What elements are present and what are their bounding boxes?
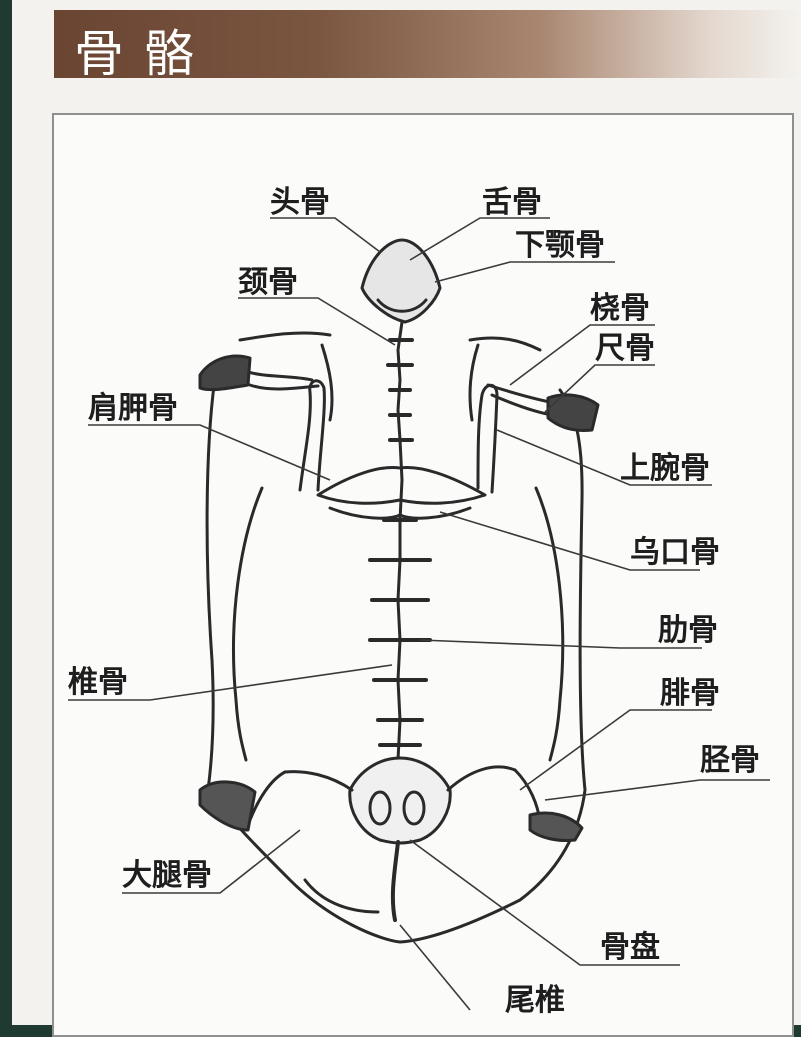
left-forearm: [242, 370, 318, 389]
left-forefoot: [200, 356, 250, 390]
label-wukougu: 乌口骨: [630, 535, 720, 570]
label-chigu: 尺骨: [595, 331, 655, 366]
label-jinggu2: 胫骨: [700, 743, 760, 778]
label-gupan: 骨盘: [600, 930, 660, 965]
spine: [398, 322, 402, 760]
label-jianjiagu: 肩胛骨: [88, 391, 178, 426]
label-shangwangu: 上腕骨: [620, 451, 710, 486]
leader-feigu: [520, 710, 712, 790]
right-femur: [448, 767, 515, 790]
right-forefoot: [548, 395, 598, 431]
label-zhuigu: 椎骨: [68, 665, 128, 700]
leader-xiahegu: [435, 262, 615, 282]
right-shoulder-fold: [470, 338, 540, 350]
right-humerus: [478, 385, 497, 492]
label-xiahegu: 下颚骨: [515, 228, 605, 263]
label-jinggu: 颈骨: [238, 265, 298, 300]
left-humerus: [300, 381, 324, 490]
left-rib-bar: [234, 488, 262, 760]
label-leigu: 肋骨: [658, 613, 718, 648]
skull: [362, 240, 440, 322]
tail-curve: [305, 880, 378, 912]
right-rib-bar: [536, 488, 563, 760]
leader-toutou: [270, 218, 380, 252]
pelvis: [350, 758, 450, 843]
shell-neck-right: [470, 345, 478, 420]
leader-weizhui: [400, 925, 470, 1010]
label-weizhui: 尾椎: [505, 983, 565, 1018]
leader-jinggu2: [545, 780, 770, 800]
label-feigu: 腓骨: [660, 676, 720, 711]
tail: [393, 842, 398, 920]
label-toutou: 头骨: [270, 185, 330, 220]
label-datuigu: 大腿骨: [122, 858, 212, 893]
right-hindfoot: [530, 813, 582, 840]
left-shoulder-fold: [240, 333, 330, 340]
left-femur: [285, 772, 352, 790]
left-hindfoot: [200, 782, 255, 830]
label-shegu: 舌骨: [482, 185, 542, 220]
label-raogu: 桡骨: [590, 291, 650, 326]
